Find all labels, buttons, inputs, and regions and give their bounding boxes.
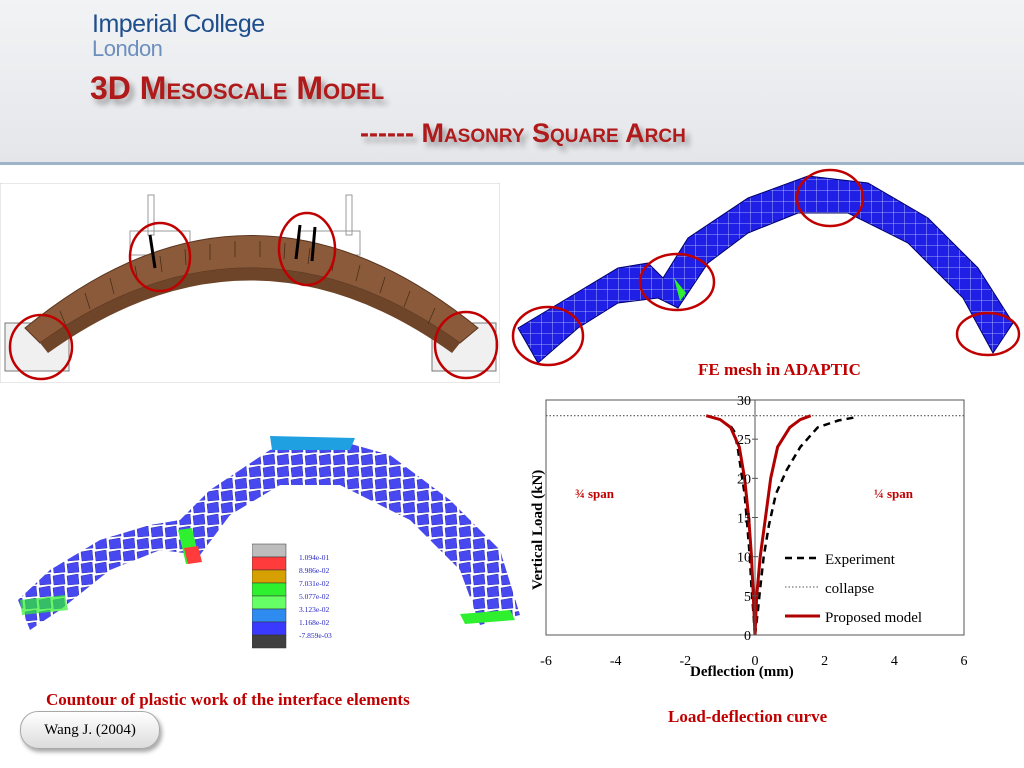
experiment-curve-right: [753, 415, 857, 636]
legend-value: 7.031e-02: [299, 579, 329, 588]
x-tick-label: 6: [961, 654, 968, 669]
y-tick-label: 15: [737, 512, 751, 527]
legend-value: 8.986e-02: [299, 566, 329, 575]
logo-line-2: London: [92, 36, 163, 61]
legend-value: 1.094e-01: [299, 553, 329, 562]
fe-mesh-image: [508, 168, 1024, 368]
x-axis-label: Deflection (mm): [690, 664, 794, 680]
x-tick-label: -6: [540, 654, 552, 669]
x-tick-label: 2: [821, 654, 828, 669]
brick-arch-image: [0, 182, 501, 384]
y-tick-label: 25: [737, 433, 751, 448]
legend-value: 1.168e-02: [299, 618, 329, 627]
reference-badge: Wang J. (2004): [20, 711, 160, 749]
annotation-left: ¾ span: [575, 486, 615, 501]
legend-value: 3.123e-02: [299, 605, 329, 614]
x-tick-label: 4: [891, 654, 898, 669]
contour-legend: 1.094e-01 8.986e-02 7.031e-02 5.077e-02 …: [251, 543, 362, 653]
curve-caption: Load-deflection curve: [668, 707, 828, 726]
proposed-model-curve-left: [705, 414, 757, 636]
y-axis-label: Vertical Load (kN): [530, 470, 546, 590]
y-tick-label: 0: [744, 629, 751, 644]
legend-label-experiment: Experiment: [825, 552, 896, 568]
x-tick-label: 0: [752, 654, 759, 669]
slide-subtitle: ------ Masonry Square Arch: [360, 118, 686, 148]
proposed-model-curve-right: [753, 414, 812, 636]
x-tick-label: -2: [679, 654, 691, 669]
legend-label-collapse: collapse: [825, 581, 874, 597]
y-tick-label: 20: [737, 472, 751, 487]
x-tick-label: -4: [610, 654, 622, 669]
logo-line-1: Imperial College: [92, 10, 265, 38]
y-tick-label: 10: [737, 551, 751, 566]
annotation-right: ¼ span: [874, 486, 914, 501]
load-deflection-chart: -6 -4 -2 0 2 4 6 0 5 10 15 20 25 30 ¾ span ¼ span Def…: [520, 390, 1020, 690]
contour-caption: Countour of plastic work of the interfac…: [46, 690, 410, 709]
fe-mesh-caption: FE mesh in ADAPTIC: [698, 360, 861, 379]
legend-label-proposed: Proposed model: [825, 610, 922, 626]
y-tick-label: 30: [737, 394, 751, 409]
slide-header: Imperial College London 3D Mesoscale Mod…: [0, 0, 1024, 165]
legend-value: -7.859e-03: [299, 631, 332, 640]
slide-title: 3D Mesoscale Model: [90, 70, 385, 106]
legend-value: 5.077e-02: [299, 592, 329, 601]
contour-image: [10, 430, 525, 680]
y-tick-label: 5: [744, 590, 751, 605]
